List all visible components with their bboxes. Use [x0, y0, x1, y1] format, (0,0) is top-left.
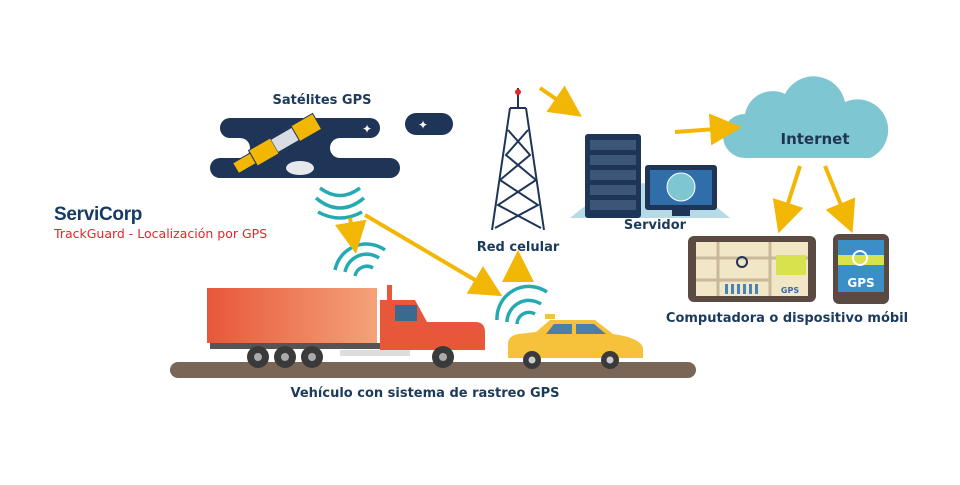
vehicle-label: Vehículo con sistema de rastreo GPS: [290, 386, 560, 401]
server-label: Servidor: [623, 218, 687, 233]
brand-block: ServiCorp TrackGuard - Localización por …: [54, 204, 267, 241]
svg-text:✦: ✦: [362, 122, 372, 136]
satellites-label: Satélites GPS: [272, 93, 372, 108]
road: [170, 362, 696, 378]
internet-cloud-icon: [723, 76, 889, 158]
satellite-icon: ✦ ✦ ✦: [210, 112, 453, 178]
internet-label: Internet: [780, 130, 849, 148]
devices-label: Computadora o dispositivo móbil: [665, 311, 909, 326]
svg-text:✦: ✦: [418, 118, 428, 132]
data-flow-arrows: [334, 85, 856, 297]
brand-name: ServiCorp: [54, 204, 143, 225]
gps-tablet-icon: GPS: [833, 234, 889, 304]
svg-text:✦: ✦: [235, 142, 243, 153]
car-icon: [508, 314, 643, 369]
brand-subtitle: TrackGuard - Localización por GPS: [54, 226, 268, 241]
truck-icon: [207, 285, 485, 368]
gps-tablet-label: GPS: [847, 276, 874, 290]
cell-tower-icon: [491, 88, 545, 231]
tower-label: Red celular: [476, 240, 560, 255]
server-icon: [570, 134, 730, 218]
gps-navigator-icon: GPS: [688, 236, 816, 302]
gps-device-label: GPS: [781, 286, 799, 295]
